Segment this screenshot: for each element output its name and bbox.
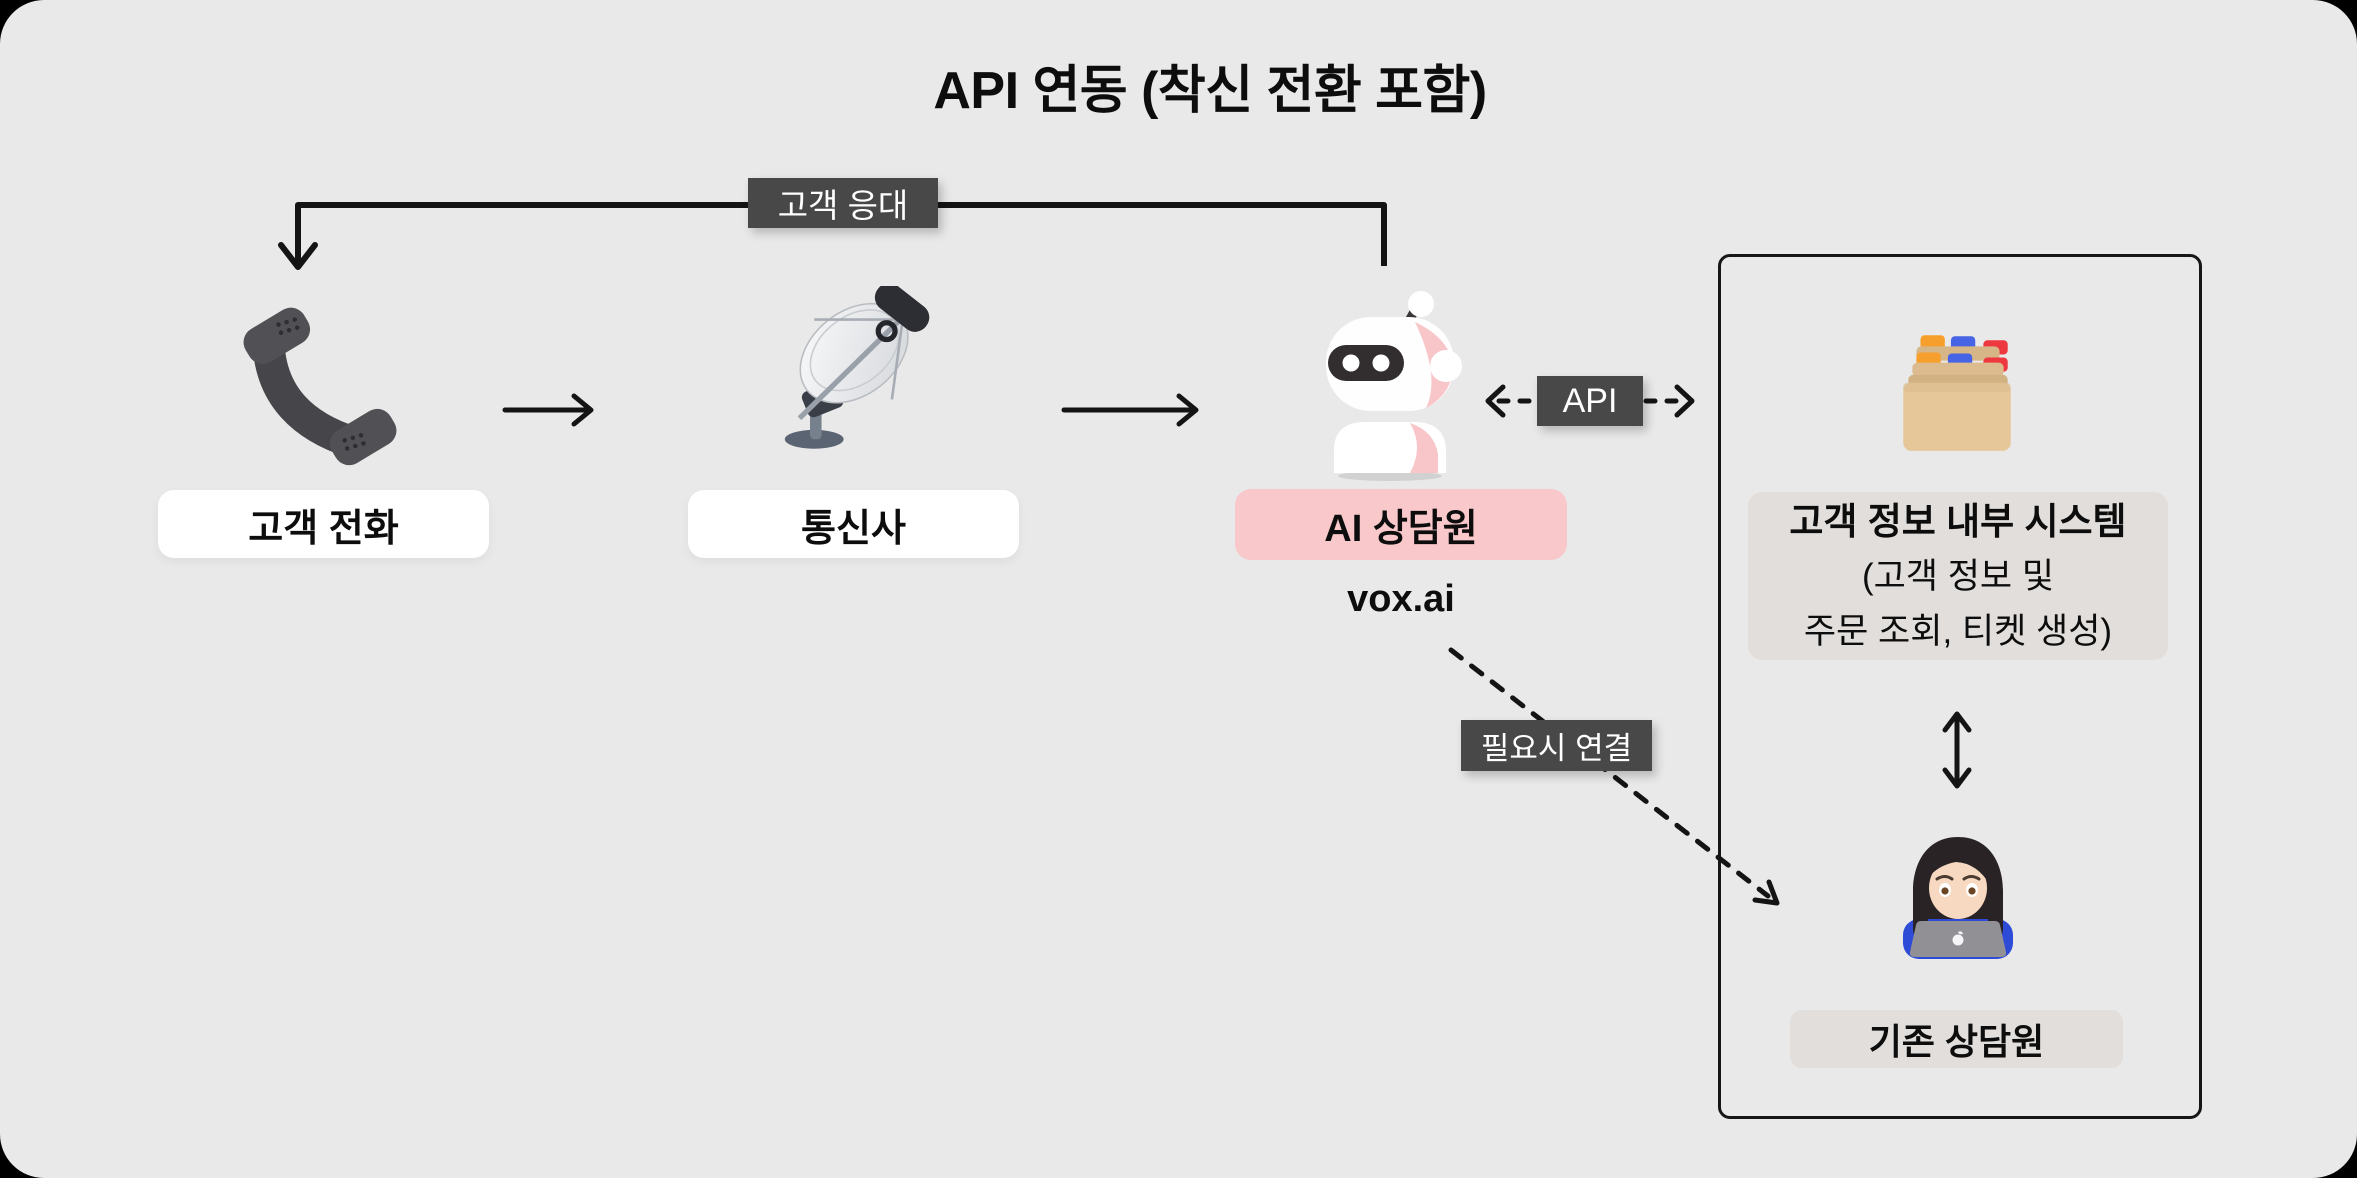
robot-icon [1320, 282, 1470, 482]
transfer-edge-label: 필요시 연결 [1461, 720, 1652, 771]
internal-system-subtitle-line2: 주문 조회, 티켓 생성) [1803, 611, 2113, 651]
ai-agent-label: AI 상담원 [1235, 489, 1567, 560]
telecom-to-ai-arrow [1061, 393, 1199, 427]
customer-phone-label: 고객 전화 [158, 490, 489, 558]
satellite-antenna-icon [768, 286, 936, 454]
woman-technologist-icon [1893, 830, 2023, 972]
api-right-dashed-arrow [1643, 384, 1695, 418]
customer-response-edge-label: 고객 응대 [748, 178, 938, 228]
api-edge-label: API [1537, 376, 1643, 426]
existing-agent-label: 기존 상담원 [1790, 1010, 2123, 1068]
internal-system-label: 고객 정보 내부 시스템 (고객 정보 및 주문 조회, 티켓 생성) [1748, 492, 2168, 660]
card-index-dividers-icon [1886, 325, 2028, 457]
ai-agent-brand: vox.ai [1347, 578, 1455, 620]
internal-system-subtitle-line1: (고객 정보 및 [1861, 556, 2055, 596]
telecom-carrier-label: 통신사 [688, 490, 1019, 558]
page-title: API 연동 (착신 전환 포함) [933, 62, 1487, 120]
telephone-receiver-icon [238, 302, 403, 467]
api-left-dashed-arrow [1485, 384, 1537, 418]
internal-system-title: 고객 정보 내부 시스템 [1789, 500, 2127, 542]
phone-to-telecom-arrow [502, 393, 594, 427]
